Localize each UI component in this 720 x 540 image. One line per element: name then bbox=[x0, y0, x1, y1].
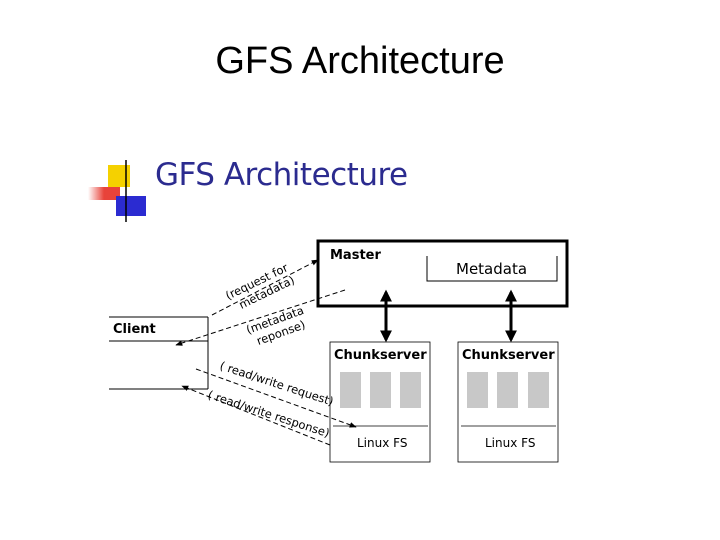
rw-response-arrow bbox=[181, 385, 331, 446]
chunkserver-2-label: Chunkserver bbox=[462, 348, 555, 363]
slide-title: GFS Architecture bbox=[215, 40, 505, 82]
chunkserver-2: Chunkserver Linux FS bbox=[457, 341, 559, 463]
linuxfs-1-label: Linux FS bbox=[357, 436, 407, 450]
title-logo bbox=[88, 160, 550, 222]
chunkserver-1-label: Chunkserver bbox=[334, 348, 427, 363]
linuxfs-2-label: Linux FS bbox=[485, 436, 535, 450]
metadata-response-label: (metadata reponse) bbox=[244, 302, 314, 350]
metadata-box bbox=[426, 256, 558, 282]
rw-request-arrow bbox=[195, 368, 357, 428]
master-box bbox=[316, 239, 569, 308]
figure-title: GFS Architecture bbox=[155, 157, 408, 193]
metadata-response-arrow bbox=[175, 289, 346, 346]
master-label: Master bbox=[330, 248, 381, 263]
metadata-label: Metadata bbox=[456, 260, 527, 278]
metadata-request-arrow bbox=[211, 259, 319, 316]
client-label: Client bbox=[113, 322, 156, 337]
chunkserver-1: Chunkserver Linux FS bbox=[329, 341, 431, 463]
